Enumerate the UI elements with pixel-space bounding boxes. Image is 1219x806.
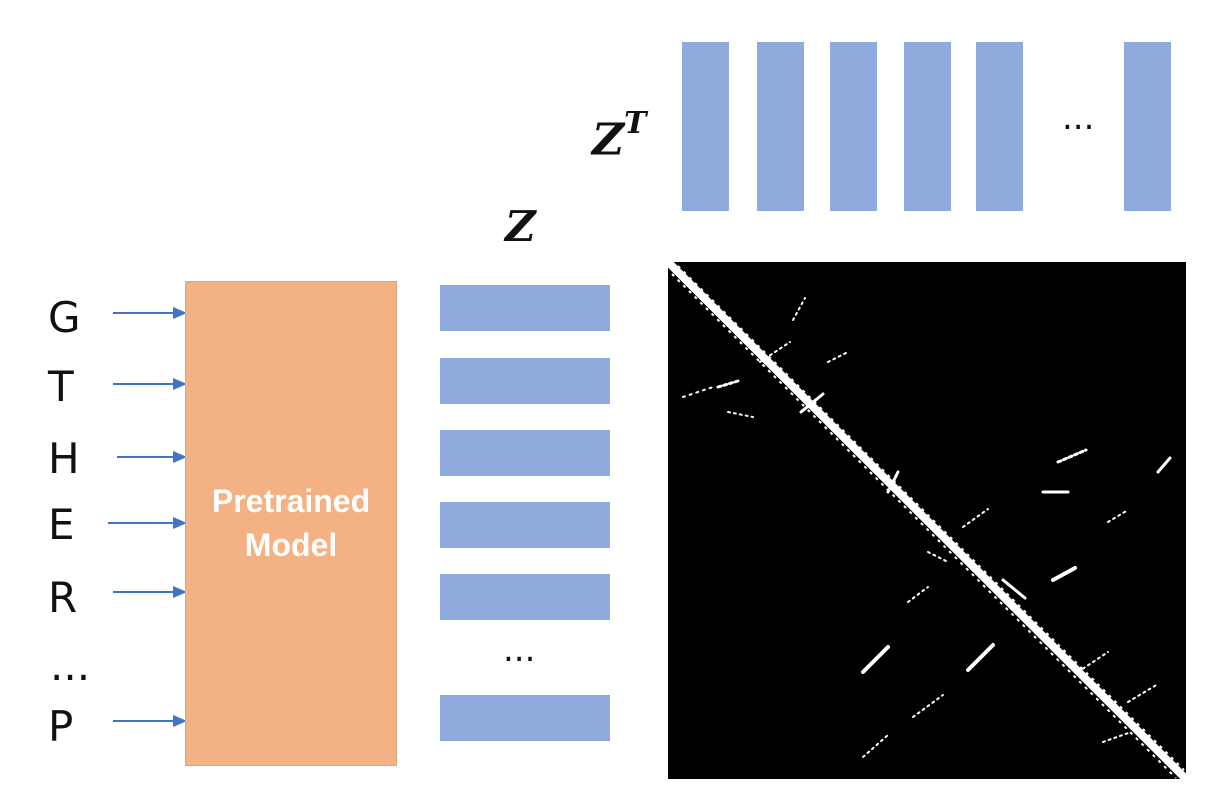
arrow-right-icon (113, 715, 187, 727)
transpose-column (830, 42, 877, 211)
contact-map-matrix (668, 262, 1186, 779)
embedding-ellipsis: ... (503, 630, 536, 670)
arrow-right-icon (113, 378, 187, 390)
embedding-row (440, 430, 610, 476)
embedding-row (440, 695, 610, 741)
transpose-column (682, 42, 729, 211)
pretrained-model-block: Pretrained Model (185, 281, 397, 766)
transpose-column (904, 42, 951, 211)
sequence-letter-r: R (48, 573, 78, 622)
sequence-letter-t: T (48, 362, 74, 411)
embedding-row (440, 574, 610, 620)
transpose-column (757, 42, 804, 211)
transpose-column (976, 42, 1023, 211)
sequence-letter-e: E (48, 500, 75, 549)
sequence-letter-p: P (48, 702, 74, 751)
transpose-ellipsis: ... (1062, 98, 1095, 138)
arrow-right-icon (113, 307, 187, 319)
model-label: Pretrained Model (211, 483, 371, 563)
embedding-row (440, 502, 610, 548)
transpose-column (1124, 42, 1171, 211)
z-transpose-label: ZT (592, 106, 646, 166)
z-transpose-base: Z (592, 114, 625, 166)
arrow-right-icon (113, 586, 187, 598)
sequence-ellipsis: ... (50, 641, 91, 690)
embedding-row (440, 285, 610, 331)
embedding-row (440, 358, 610, 404)
sequence-letter-g: G (48, 293, 81, 342)
arrow-right-icon (117, 451, 187, 463)
z-transpose-superscript: T (624, 106, 647, 141)
sequence-letter-h: H (48, 434, 80, 483)
z-label: Z (505, 202, 536, 251)
arrow-right-icon (108, 517, 187, 529)
